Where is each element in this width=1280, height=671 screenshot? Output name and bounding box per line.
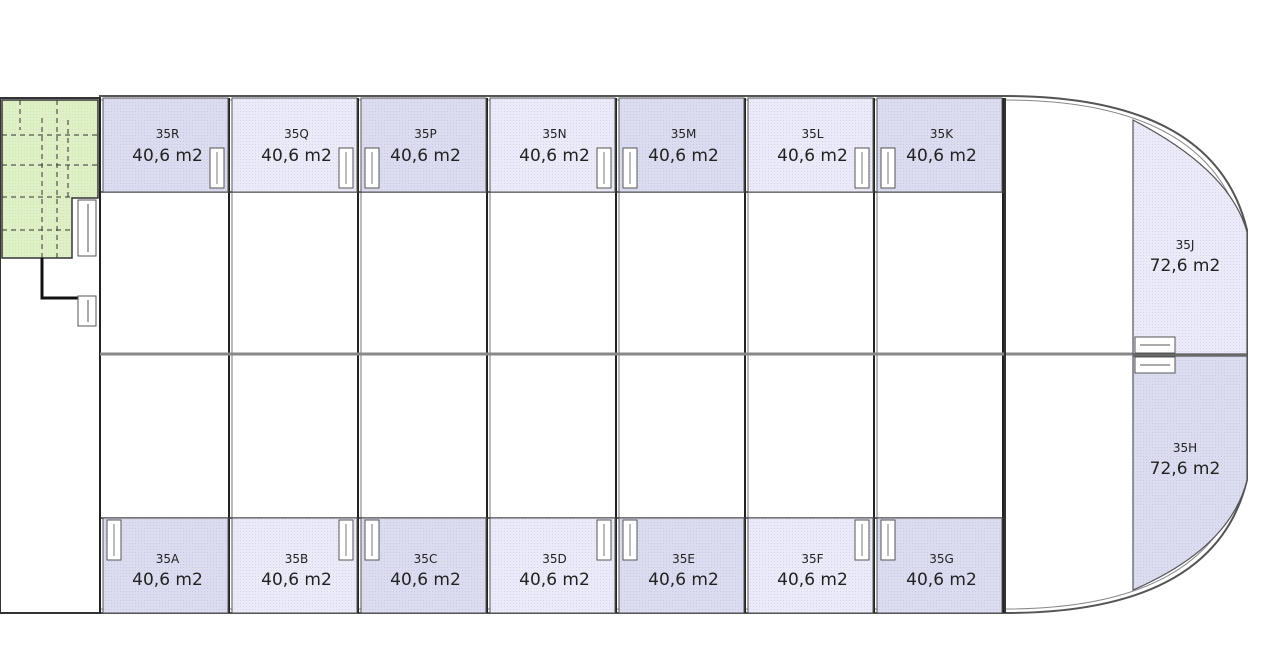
unit-35F-code: 35F <box>801 552 823 566</box>
unit-35H[interactable] <box>1132 355 1248 591</box>
unit-35L-area: 40,6 m2 <box>777 146 848 166</box>
core-dashed-lines <box>2 100 98 258</box>
unit-35B-code: 35B <box>285 552 309 566</box>
unit-35N-area: 40,6 m2 <box>519 146 590 166</box>
unit-35Q-area: 40,6 m2 <box>261 146 332 166</box>
unit-35K-area: 40,6 m2 <box>906 146 977 166</box>
unit-35R[interactable] <box>102 97 229 193</box>
unit-35D-area: 40,6 m2 <box>519 570 590 590</box>
unit-35C-area: 40,6 m2 <box>390 570 461 590</box>
unit-35K-code: 35K <box>930 127 954 141</box>
unit-35G-area: 40,6 m2 <box>906 570 977 590</box>
unit-35G-code: 35G <box>929 552 954 566</box>
unit-35E[interactable] <box>618 517 745 614</box>
unit-35R-code: 35R <box>156 127 180 141</box>
unit-35N[interactable] <box>489 97 616 193</box>
core-wall <box>40 258 78 300</box>
unit-35H-code: 35H <box>1173 441 1197 455</box>
unit-35P[interactable] <box>360 97 487 193</box>
core-area <box>1 99 99 259</box>
unit-35Q-code: 35Q <box>284 127 309 141</box>
unit-35B-area: 40,6 m2 <box>261 570 332 590</box>
unit-35M[interactable] <box>618 97 745 193</box>
unit-35M-code: 35M <box>671 127 697 141</box>
unit-35A-code: 35A <box>156 552 180 566</box>
unit-35B[interactable] <box>231 517 358 614</box>
unit-35A-area: 40,6 m2 <box>132 570 203 590</box>
unit-35F-area: 40,6 m2 <box>777 570 848 590</box>
unit-35R-area: 40,6 m2 <box>132 146 203 166</box>
unit-35F[interactable] <box>747 517 874 614</box>
unit-35J-area: 72,6 m2 <box>1150 256 1221 276</box>
unit-35D-code: 35D <box>542 552 567 566</box>
unit-35E-area: 40,6 m2 <box>648 570 719 590</box>
units: 35R 40,6 m2 35Q 40,6 m2 35P 40,6 m2 35N 40,6 m2… <box>102 97 1003 614</box>
unit-35M-area: 40,6 m2 <box>648 146 719 166</box>
unit-35A[interactable] <box>102 517 229 614</box>
unit-35E-code: 35E <box>672 552 695 566</box>
unit-35N-code: 35N <box>542 127 566 141</box>
unit-35G[interactable] <box>876 517 1003 614</box>
unit-35C-code: 35C <box>414 552 438 566</box>
unit-35J[interactable] <box>1132 119 1248 355</box>
unit-35L-code: 35L <box>802 127 824 141</box>
unit-35L[interactable] <box>747 97 874 193</box>
unit-35P-code: 35P <box>414 127 437 141</box>
unit-35Q[interactable] <box>231 97 358 193</box>
unit-35D[interactable] <box>489 517 616 614</box>
core-doors <box>77 199 97 327</box>
end-unit-doors <box>1134 336 1176 374</box>
unit-35H-area: 72,6 m2 <box>1150 459 1221 479</box>
unit-35P-area: 40,6 m2 <box>390 146 461 166</box>
unit-35K[interactable] <box>876 97 1003 193</box>
unit-35J-code: 35J <box>1176 238 1195 252</box>
unit-35C[interactable] <box>360 517 487 614</box>
